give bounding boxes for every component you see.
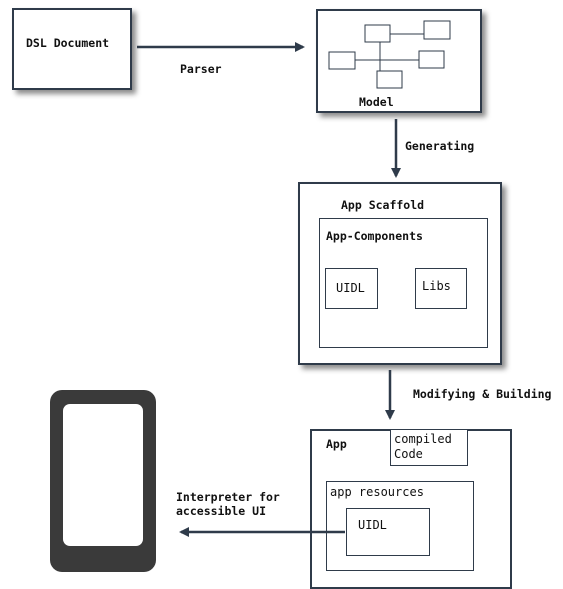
app-resources-box: app resources UIDL: [326, 481, 474, 571]
app-components-box: App-Components UIDL Libs: [319, 218, 488, 348]
flow-arrows: [137, 42, 401, 537]
smartphone-screen: [63, 404, 143, 546]
modifying-building-label: Modifying & Building: [413, 387, 552, 401]
app-scaffold-box: App Scaffold App-Components UIDL Libs: [298, 182, 502, 365]
uml-class-diagram-icon: [328, 20, 451, 89]
libs-label: Libs: [422, 279, 451, 293]
dsl-document-label: DSL Document: [26, 36, 110, 50]
parser-label: Parser: [180, 62, 222, 76]
uidl-scaffold-label: UIDL: [336, 281, 365, 295]
app-resources-label: app resources: [330, 485, 424, 499]
dsl-document-box: DSL Document: [12, 8, 132, 90]
app-label: App: [326, 437, 347, 451]
compiled-code-box: compiled Code: [390, 429, 468, 466]
uidl-scaffold-box: UIDL: [325, 268, 378, 309]
uidl-app-box: UIDL: [346, 508, 430, 556]
generating-label: Generating: [405, 139, 475, 153]
model-label: Model: [359, 95, 394, 109]
app-scaffold-label: App Scaffold: [341, 198, 425, 212]
libs-box: Libs: [415, 268, 467, 309]
model-box: Model: [316, 9, 482, 113]
uidl-app-label: UIDL: [358, 518, 387, 532]
app-components-label: App-Components: [326, 229, 423, 243]
compiled-code-label: compiled Code: [394, 432, 452, 461]
interpreter-label: Interpreter for accessible UI: [176, 490, 280, 518]
smartphone-icon: [50, 390, 156, 572]
app-box: App compiled Code app resources UIDL: [310, 429, 512, 589]
